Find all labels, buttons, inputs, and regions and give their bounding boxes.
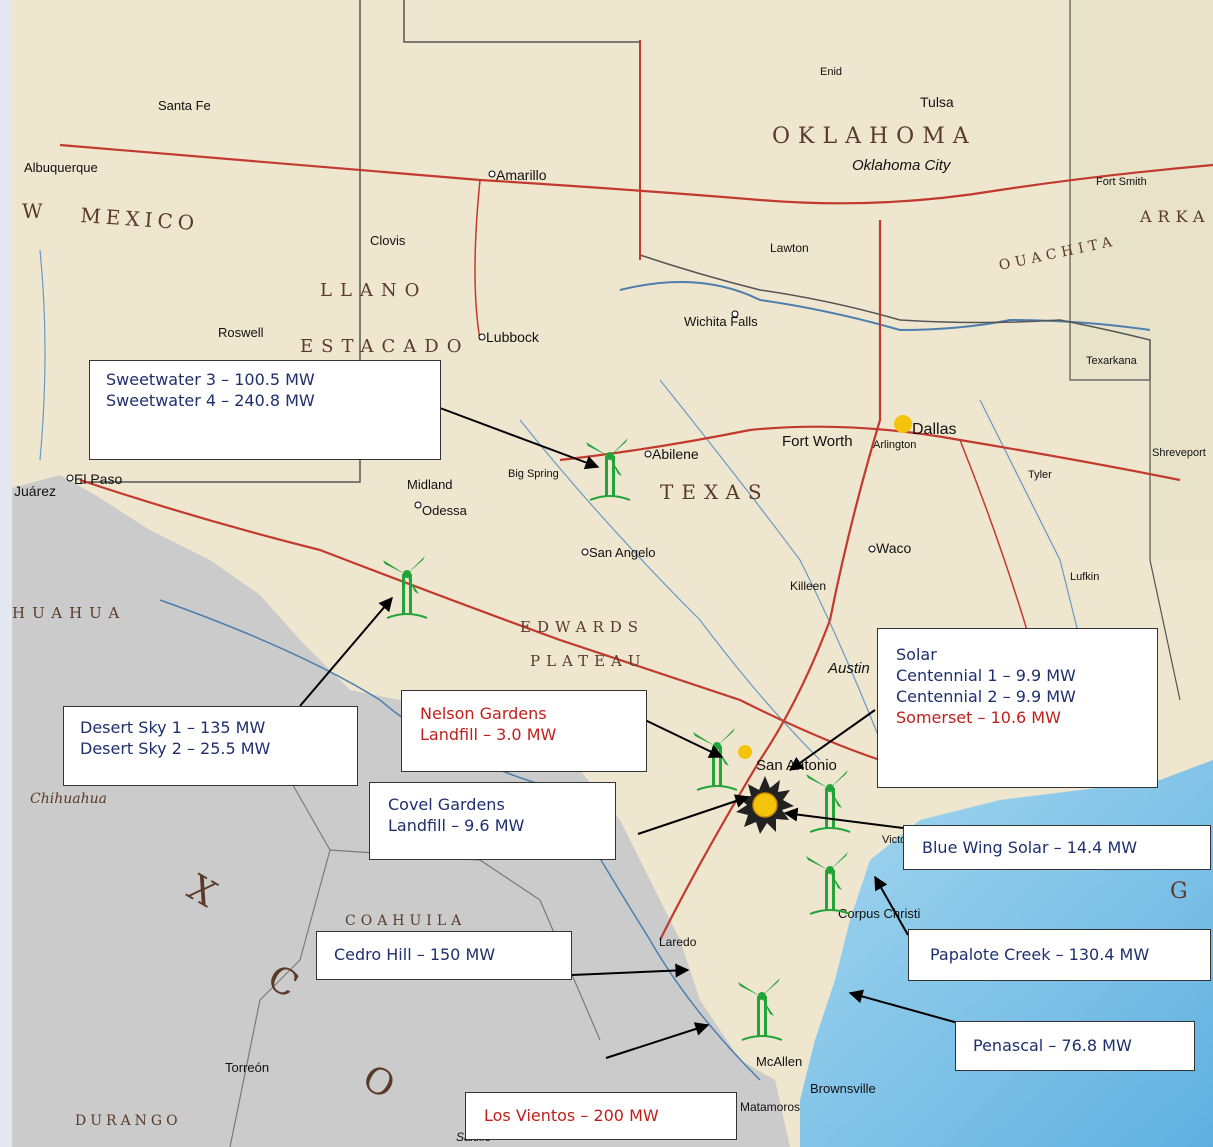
city-santa-fe: Santa Fe [158,98,211,113]
callout-line: Centennial 1 – 9.9 MW [896,666,1076,685]
callout-penascal: Penascal – 76.8 MW [955,1021,1195,1071]
arrow-solar [788,709,876,771]
callout-line: Sweetwater 4 – 240.8 MW [106,391,315,410]
arrow-papalote-creek [874,875,909,936]
city-midland: Midland [407,477,453,492]
callout-line: Desert Sky 1 – 135 MW [80,718,266,737]
city-mcallen: McAllen [756,1054,802,1069]
callout-line: Blue Wing Solar – 14.4 MW [922,838,1138,857]
city-juarez: Juárez [14,483,56,499]
callout-desert-sky: Desert Sky 1 – 135 MW Desert Sky 2 – 25.… [63,706,358,786]
callout-solar: Solar Centennial 1 – 9.9 MW Centennial 2… [877,628,1158,788]
label-gulf: G [1170,879,1193,904]
city-texarkana: Texarkana [1086,355,1138,367]
arrow-penascal [848,989,959,1024]
callout-line: Penascal – 76.8 MW [973,1036,1132,1055]
arrow-sweetwater [439,407,600,470]
arrow-nelson-gardens [644,719,724,758]
city-fort-smith: Fort Smith [1096,176,1147,188]
callout-covel-gardens: Covel Gardens Landfill – 9.6 MW [369,782,616,860]
city-laredo: Laredo [659,935,697,949]
city-matamoros: Matamoros [740,1100,800,1114]
callout-papalote-creek: Papalote Creek – 130.4 MW [908,929,1211,981]
callout-nelson-gardens: Nelson Gardens Landfill – 3.0 MW [401,690,647,772]
city-amarillo: Amarillo [496,167,547,183]
city-shreveport: Shreveport [1152,447,1206,459]
callout-line: Covel Gardens [388,795,505,814]
callout-line: Cedro Hill – 150 MW [334,945,496,964]
city-austin: Austin [827,660,870,677]
arrow-desert-sky [299,596,393,707]
city-dallas: Dallas [912,421,956,438]
city-fort-worth: Fort Worth [782,433,853,450]
callout-line: Landfill – 9.6 MW [388,816,525,835]
callout-line: Sweetwater 3 – 100.5 MW [106,370,315,389]
arrow-blue-wing [783,807,904,829]
callout-sweetwater: Sweetwater 3 – 100.5 MW Sweetwater 4 – 2… [89,360,441,460]
callout-blue-wing: Blue Wing Solar – 14.4 MW [903,825,1211,870]
city-el-paso: El Paso [74,471,122,487]
label-arkansas: ARKA [1139,207,1210,226]
city-abilene: Abilene [652,446,699,462]
label-coahuila: COAHUILA [345,913,466,929]
arrow-los-vientos [605,1022,710,1059]
city-lubbock: Lubbock [486,329,540,345]
callout-title: Solar [896,645,937,664]
city-roswell: Roswell [218,325,264,340]
sun-icon [736,776,794,834]
city-clovis: Clovis [370,233,406,248]
city-arlington: Arlington [873,439,916,451]
city-tyler: Tyler [1028,469,1052,481]
city-torreon: Torreón [225,1060,269,1075]
city-enid: Enid [820,66,842,78]
city-lawton: Lawton [770,241,809,255]
callout-line: Landfill – 3.0 MW [420,725,557,744]
city-brownsville: Brownsville [810,1081,876,1096]
city-killeen: Killeen [790,579,826,593]
label-new-mexico-w: W [22,199,43,223]
city-corpus-christi: Corpus Christi [838,906,920,921]
label-oklahoma: OKLAHOMA [772,124,977,149]
callout-line: Somerset – 10.6 MW [896,708,1061,727]
city-lufkin: Lufkin [1070,571,1099,583]
label-durango: DURANGO [75,1113,182,1129]
label-chihuahua-state: HUAHUA [12,604,126,622]
arrow-cedro-hill [571,963,690,978]
callout-line: Centennial 2 – 9.9 MW [896,687,1076,706]
label-chihuahua-city: Chihuahua [30,791,107,807]
callout-line: Nelson Gardens [420,704,547,723]
label-estacado: ESTACADO [300,336,469,357]
city-odessa: Odessa [422,503,468,518]
callout-los-vientos: Los Vientos – 200 MW [465,1092,737,1140]
city-oklahoma-city: Oklahoma City [852,157,952,174]
callout-cedro-hill: Cedro Hill – 150 MW [316,931,572,980]
city-albuquerque: Albuquerque [24,160,98,175]
city-tulsa: Tulsa [920,94,954,110]
arrow-covel-gardens [637,794,750,835]
city-big-spring: Big Spring [508,468,559,480]
callout-line: Desert Sky 2 – 25.5 MW [80,739,271,758]
label-texas: TEXAS [660,480,770,504]
callout-line: Los Vientos – 200 MW [484,1106,659,1125]
city-waco: Waco [876,540,911,556]
city-san-angelo: San Angelo [589,545,656,560]
label-edwards: EDWARDS [520,618,644,636]
city-wichita-falls: Wichita Falls [684,314,758,329]
label-plateau: PLATEAU [530,652,647,670]
callout-line: Papalote Creek – 130.4 MW [930,945,1150,964]
label-llano: LLANO [320,280,427,301]
